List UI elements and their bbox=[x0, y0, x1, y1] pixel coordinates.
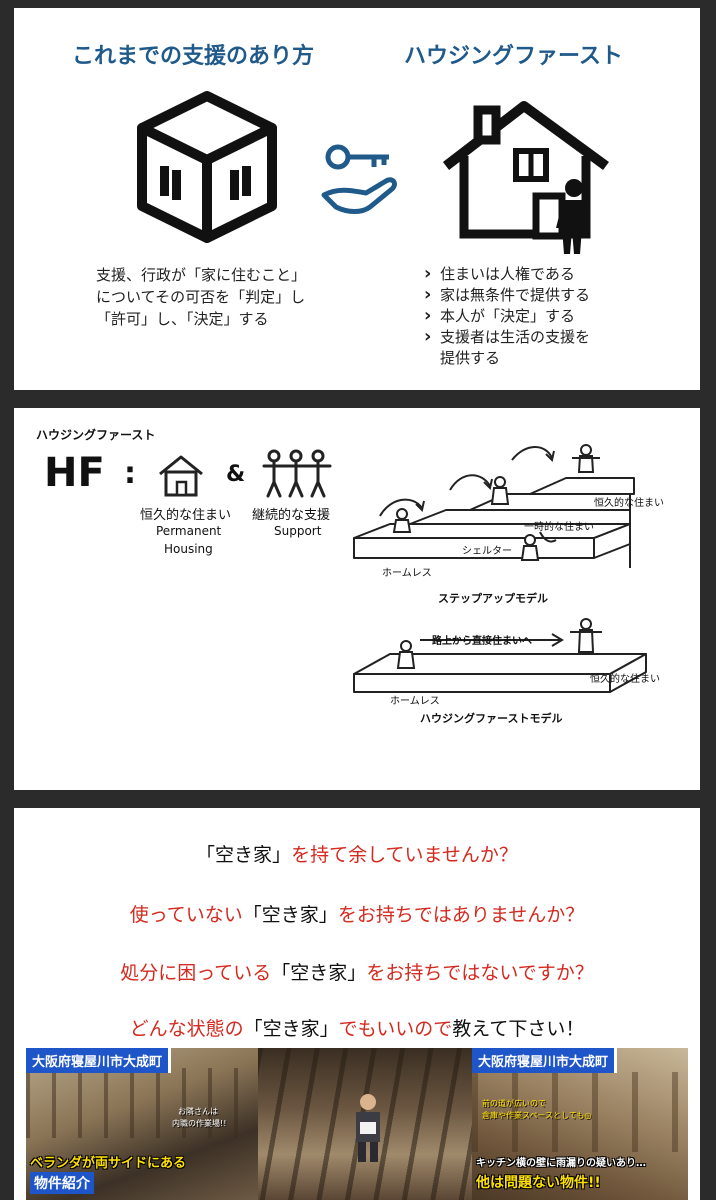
permanent-housing-en-1: Permanent bbox=[156, 524, 222, 538]
room-interior bbox=[472, 1072, 688, 1152]
question-1: 「空き家」を持て余していませんか？ bbox=[196, 844, 518, 866]
housing-first-model-panel: ハウジングファースト HF : & 恒久的な住まい 継続的な支援 Permane… bbox=[14, 408, 700, 790]
stepup-homeless-label: ホームレス bbox=[382, 568, 432, 579]
vacant-house-appeal-panel: 「空き家」を持て余していませんか？ 使っていない「空き家」をお持ちではありません… bbox=[14, 808, 700, 1200]
ampersand: & bbox=[226, 462, 246, 487]
property-video-thumbnail-3[interactable]: 大阪府寝屋川市大成町 前の道が広いので 倉庫や作業スペースとしても◎ キッチン横… bbox=[472, 1048, 688, 1200]
traditional-support-description: 支援、行政が「家に住むこと」 についてその可否を「判定」し 「許可」し、「決定」… bbox=[96, 266, 307, 328]
question-4: どんな状態の「空き家」でもいいので教えて下さい！ bbox=[129, 1018, 585, 1040]
person-figure bbox=[356, 1094, 380, 1162]
house-icon bbox=[159, 455, 203, 497]
property-video-thumbnail-1[interactable]: 大阪府寝屋川市大成町 お隣さんは 内職の作業場!! ベランダが両サイドにある 物… bbox=[26, 1048, 258, 1200]
stepup-shelter-label: シェルター bbox=[462, 546, 512, 557]
support-people-icon bbox=[262, 449, 332, 498]
list-item: 提供する bbox=[440, 349, 501, 367]
room-interior bbox=[26, 1068, 258, 1138]
property-video-thumbnail-2[interactable] bbox=[258, 1048, 472, 1200]
question-3: 処分に困っている「空き家」をお持ちではないですか？ bbox=[120, 962, 594, 984]
stepup-temporary-label: 一時的な住まい bbox=[524, 522, 594, 533]
hf-label: HF bbox=[44, 450, 105, 496]
thumbnail-subcaption: 物件紹介 bbox=[30, 1172, 94, 1194]
question-2: 使っていない「空き家」をお持ちではありませんか？ bbox=[129, 904, 585, 926]
hf-model-caption: ハウジングファーストモデル bbox=[420, 712, 563, 725]
list-item: 家は無条件で提供する bbox=[422, 284, 590, 306]
stepup-permanent-label: 恒久的な住まい bbox=[594, 498, 664, 509]
housing-first-principles: 住まいは人権である 家は無条件で提供する 本人が「決定」する 支援者は生活の支援… bbox=[422, 263, 590, 369]
location-banner: 大阪府寝屋川市大成町 bbox=[26, 1048, 172, 1073]
support-en: Support bbox=[274, 524, 322, 538]
key-hand-icon bbox=[321, 144, 397, 214]
location-banner: 大阪府寝屋川市大成町 bbox=[472, 1048, 618, 1073]
box-icon bbox=[137, 91, 277, 243]
permanent-housing-en-2: Housing bbox=[164, 542, 213, 556]
list-item: 支援者は生活の支援を bbox=[422, 326, 590, 348]
stepup-model-diagram bbox=[353, 444, 635, 568]
hf-homeless-label: ホームレス bbox=[390, 696, 440, 707]
support-jp: 継続的な支援 bbox=[252, 508, 331, 523]
colon: : bbox=[124, 456, 136, 491]
housing-first-title: ハウジングファースト bbox=[404, 44, 623, 69]
permanent-housing-jp: 恒久的な住まい bbox=[140, 508, 232, 523]
list-item: 住まいは人権である bbox=[422, 263, 590, 285]
traditional-support-title: これまでの支援のあり方 bbox=[72, 44, 315, 69]
stepup-caption: ステップアップモデル bbox=[438, 592, 548, 605]
thumbnail-caption: キッチン横の壁に雨漏りの疑いあり… bbox=[476, 1158, 646, 1169]
hf-permanent-label: 恒久的な住まい bbox=[590, 674, 660, 685]
thumbnail-subcaption: 他は問題ない物件!! bbox=[476, 1175, 601, 1191]
panel-heading: ハウジングファースト bbox=[36, 428, 156, 442]
thumbnail-caption: ベランダが両サイドにある bbox=[30, 1156, 187, 1171]
list-item: 本人が「決定」する bbox=[422, 305, 590, 327]
direct-housing-arrow-label: 路上から直接住まいへ bbox=[432, 636, 532, 647]
house-with-person-icon bbox=[442, 101, 609, 254]
housing-comparison-panel: これまでの支援のあり方 ハウジングファースト 支援、行政が「家に住むこと」 につ… bbox=[14, 8, 700, 390]
housing-first-model-diagram bbox=[353, 618, 647, 693]
